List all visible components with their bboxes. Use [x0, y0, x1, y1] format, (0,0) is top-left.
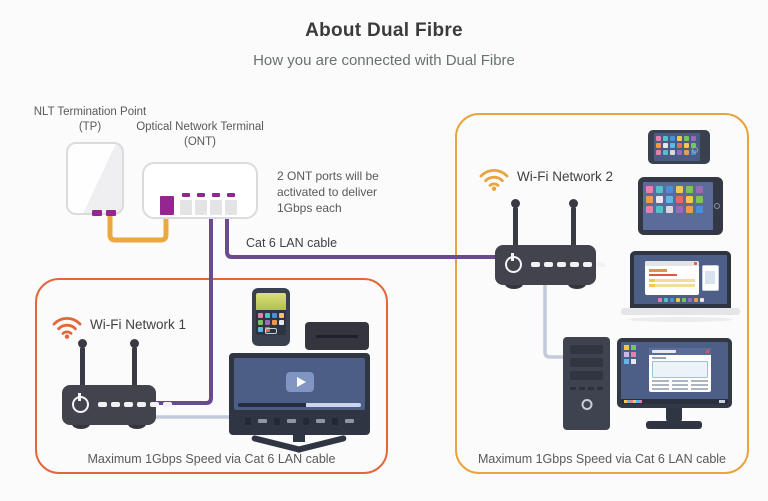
camera-icon [714, 203, 720, 209]
ont-device [142, 162, 258, 219]
monitor-base [646, 421, 702, 429]
tv-stand [293, 435, 305, 442]
disc-slot [316, 335, 358, 338]
wifi-icon [52, 317, 82, 339]
laptop-base [621, 308, 740, 315]
router-antenna [511, 199, 520, 247]
router-status-lights [98, 402, 172, 407]
ont-fiber-port [160, 196, 174, 215]
tp-port [92, 210, 102, 216]
router-antenna [130, 339, 139, 387]
smartphone [252, 288, 290, 346]
wifi-network-2-box [455, 113, 749, 474]
page-subtitle: How you are connected with Dual Fibre [253, 52, 515, 69]
desktop-monitor [617, 338, 732, 408]
app-grid [656, 136, 700, 155]
wifi-network-2-label: Wi-Fi Network 2 [517, 169, 614, 184]
ont-lan-port [195, 193, 207, 215]
laptop-shadow [628, 317, 733, 322]
wifi-router-1 [62, 339, 172, 429]
tp-port [106, 210, 116, 216]
home-button-icon [265, 328, 277, 334]
page-title: About Dual Fibre [305, 20, 463, 41]
router-antenna [78, 339, 87, 387]
tv-screen [234, 358, 365, 410]
ont-label: Optical Network Terminal (ONT) [136, 121, 264, 148]
ont-lan-port [225, 193, 237, 215]
taskbar [621, 399, 728, 404]
tv-speaker-panel [234, 414, 365, 428]
ont-lan-port [180, 193, 192, 215]
video-progress-bar [238, 403, 361, 407]
browser-side-panel [702, 265, 719, 291]
power-icon [505, 253, 522, 273]
ont-lan-port [210, 193, 222, 215]
network-1-caption: Maximum 1Gbps Speed via Cat 6 LAN cable [87, 452, 336, 466]
wifi-icon [479, 169, 509, 191]
laptop [630, 251, 731, 308]
wifi-router-2 [495, 199, 605, 289]
laptop-screen [634, 255, 727, 304]
app-grid [258, 313, 286, 332]
dock-icons [657, 298, 704, 302]
home-button-icon [692, 147, 698, 153]
desktop-icons [624, 345, 636, 364]
photo-thumbnail [256, 293, 286, 310]
tablet [638, 177, 723, 235]
router-status-lights [531, 262, 605, 267]
smartphone-landscape [648, 130, 710, 164]
monitor-stand [666, 408, 682, 422]
ont-note: 2 ONT ports will be activated to deliver… [277, 169, 379, 216]
tp-device [66, 142, 124, 216]
router-antenna [569, 199, 578, 247]
lan-cable-label: Cat 6 LAN cable [246, 236, 338, 250]
set-top-box [305, 322, 369, 350]
desktop-tower [563, 337, 610, 430]
wifi-network-1-label: Wi-Fi Network 1 [90, 317, 187, 332]
power-button-icon [581, 399, 592, 410]
play-icon [285, 371, 314, 392]
app-grid [646, 186, 708, 213]
network-2-caption: Maximum 1Gbps Speed via Cat 6 LAN cable [477, 452, 727, 466]
tv [229, 353, 370, 435]
browser-window [649, 348, 711, 392]
tp-label: NLT Termination Point (TP) [33, 106, 147, 133]
monitor-screen [621, 342, 728, 404]
power-icon [72, 393, 89, 413]
browser-window [645, 261, 699, 295]
